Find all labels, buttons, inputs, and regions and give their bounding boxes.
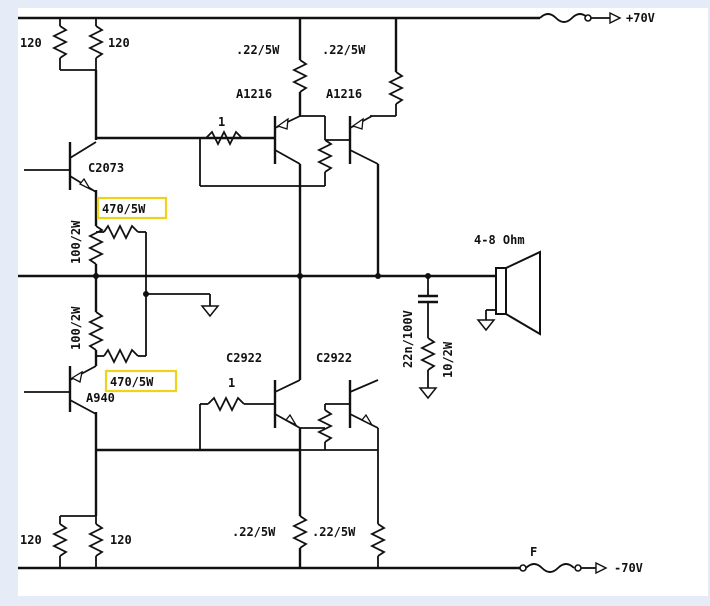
label-base-bottom: 1 [228, 376, 235, 390]
label-output-top-2: A1216 [326, 87, 362, 101]
speaker-icon [476, 250, 541, 336]
resistor-bias-bottom-right [87, 516, 105, 568]
positive-rail [18, 11, 622, 25]
resistor-highlight-bottom [96, 347, 146, 365]
label-driver-pnp: A940 [86, 391, 115, 405]
resistor-zobel [418, 337, 438, 400]
label-emitter-bottom-1: .22/5W [232, 525, 276, 539]
fuse-label: F [530, 545, 537, 559]
schematic-paper [18, 8, 708, 596]
resistor-base-bottom [200, 395, 275, 413]
label-emitter-top-1: .22/5W [236, 43, 280, 57]
label-speaker: 4-8 Ohm [474, 233, 525, 247]
label-highlight-bottom: 470/5W [110, 375, 154, 389]
transistor-output-top-1 [273, 115, 302, 276]
resistor-bias-top-left [51, 18, 69, 70]
label-emitter-bottom-2: .22/5W [312, 525, 356, 539]
label-driver-bottom: 100/2W [69, 306, 83, 350]
ground-center [200, 305, 220, 318]
negative-rail-label: -70V [614, 561, 643, 575]
capacitor-zobel [418, 276, 438, 338]
label-zobel-c: 22n/100V [401, 310, 415, 368]
label-base-top: 1 [218, 115, 225, 129]
transistor-output-bottom-1 [273, 276, 302, 429]
highlight-box-bottom [104, 369, 178, 393]
label-highlight-top: 470/5W [102, 202, 146, 216]
resistor-bias-top-right [87, 18, 105, 70]
label-zobel-r: 10/2W [441, 341, 455, 378]
label-bias-top-left: 120 [20, 36, 42, 50]
resistor-bias-bottom-left [51, 515, 96, 568]
positive-rail-label: +70V [626, 11, 655, 25]
transistor-driver-npn [24, 141, 97, 193]
transistor-driver-pnp [24, 365, 97, 415]
label-driver-npn: C2073 [88, 161, 124, 175]
label-bias-bottom-right: 120 [110, 533, 132, 547]
label-output-bottom-2: C2922 [316, 351, 352, 365]
label-bias-bottom-left: 120 [20, 533, 42, 547]
resistor-base-top [205, 129, 243, 147]
highlight-box-top [96, 196, 168, 220]
label-bias-top-right: 120 [108, 36, 130, 50]
label-output-bottom-1: C2922 [226, 351, 262, 365]
transistor-output-top-2 [348, 115, 380, 276]
label-output-top-1: A1216 [236, 87, 272, 101]
label-emitter-top-2: .22/5W [322, 43, 366, 57]
negative-rail [18, 561, 608, 575]
transistor-output-bottom-2 [348, 379, 379, 429]
label-driver-top: 100/2W [69, 220, 83, 264]
